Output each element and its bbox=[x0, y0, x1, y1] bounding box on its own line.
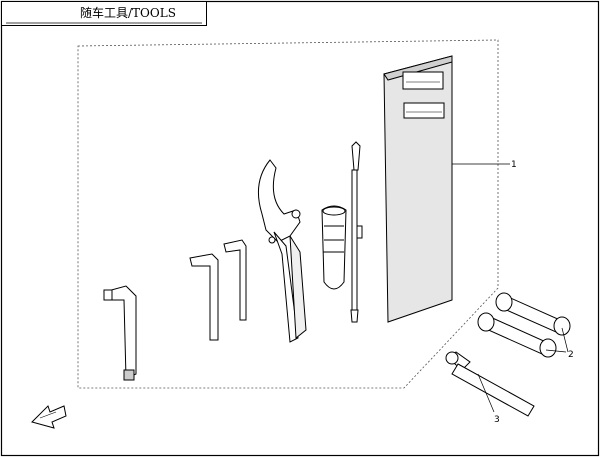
diagram-title: 随车工具/TOOLS bbox=[80, 5, 176, 20]
callout-3: 3 bbox=[494, 415, 500, 425]
hex-key-small bbox=[223, 239, 247, 321]
tool-pouch bbox=[383, 55, 453, 323]
spark-plug-socket bbox=[321, 205, 347, 290]
callout-2: 2 bbox=[568, 350, 574, 360]
callout-1: 1 bbox=[511, 160, 517, 170]
pin-bars bbox=[477, 292, 571, 358]
hex-key-medium bbox=[189, 253, 219, 341]
hex-key-large bbox=[103, 285, 137, 381]
extension-bar bbox=[445, 351, 535, 417]
screwdriver bbox=[350, 141, 363, 323]
title-box: 随车工具/TOOLS bbox=[1, 1, 207, 26]
front-arrow-icon bbox=[31, 405, 67, 429]
hook-spanner bbox=[257, 159, 307, 343]
group-boundary bbox=[77, 39, 499, 389]
leader-lines bbox=[452, 163, 569, 413]
